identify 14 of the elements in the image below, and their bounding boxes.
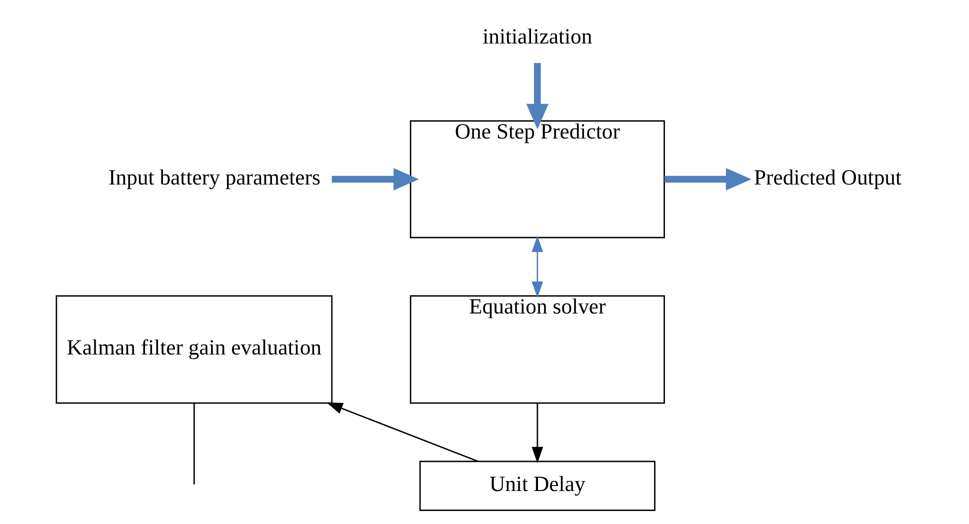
arrow bbox=[532, 403, 544, 464]
arrow bbox=[326, 402, 478, 462]
arrow bbox=[664, 168, 752, 190]
node-box: Equation solver bbox=[410, 295, 665, 404]
node-text: Predicted Output bbox=[754, 165, 902, 190]
node-text: initialization bbox=[482, 24, 592, 48]
arrow bbox=[332, 168, 419, 190]
node-box: One Step Predictor bbox=[410, 120, 665, 238]
node-box: Unit Delay bbox=[419, 460, 656, 511]
arrow bbox=[526, 62, 549, 130]
node-text: Input battery parameters bbox=[108, 165, 320, 190]
node-box: Kalman filter gain evaluation bbox=[56, 295, 333, 404]
arrow bbox=[532, 236, 544, 298]
connector bbox=[193, 403, 195, 484]
